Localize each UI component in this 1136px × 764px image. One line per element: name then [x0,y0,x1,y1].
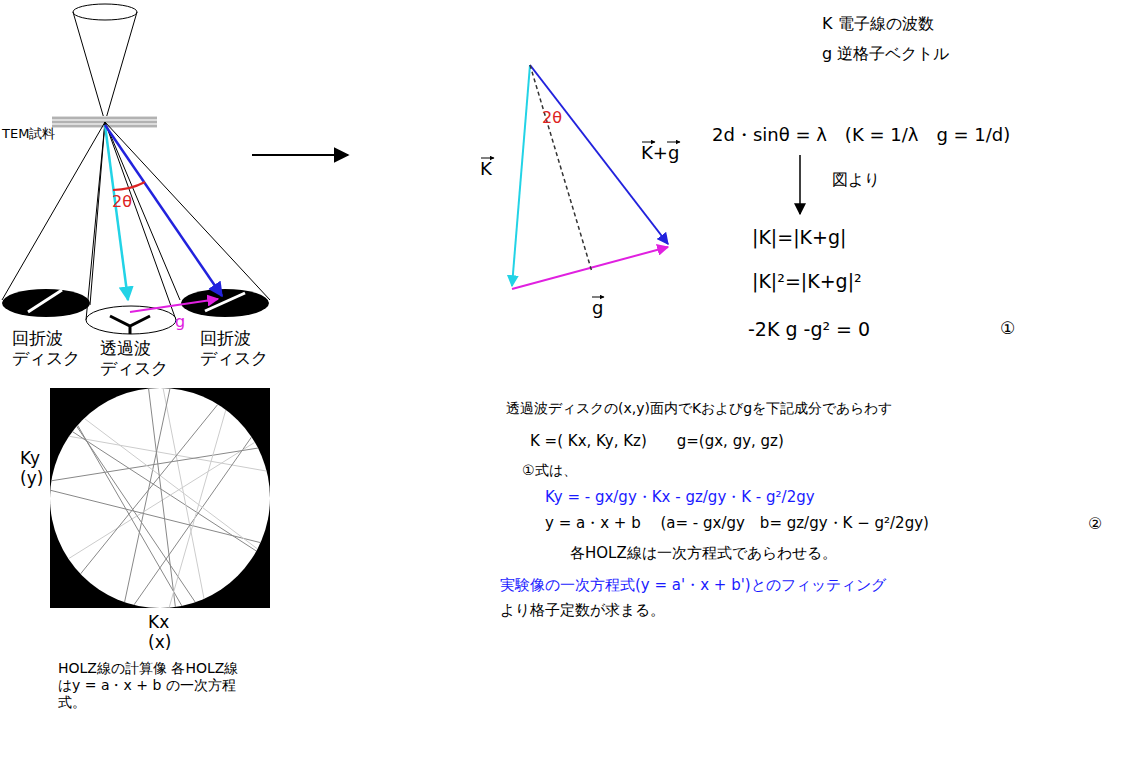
vector-marks [481,142,680,297]
label: 透過波ディスクの(x,y)面内でKおよびgを下記成分であらわす [506,400,892,417]
label: 各HOLZ線は一次方程式であらわせる。 [570,544,837,562]
label: 2θ [112,192,132,211]
drawing-part [73,12,105,122]
incident-cone [73,4,137,122]
drawing-part [105,122,176,320]
label: 2d・sinθ = λ (K = 1/λ g = 1/d) [712,124,1010,146]
drawing-part [130,299,218,312]
drawing-part [73,4,137,20]
holz-line [0,433,352,496]
label: 回折波 ディスク [200,328,270,369]
label: 回折波 ディスク [12,328,82,369]
holz-line [23,334,275,645]
drawing-part [105,125,222,296]
label: K+g [641,142,679,164]
label: HOLZ線の計算像 各HOLZ線はy = a・x + b の一次方程式。 [58,660,248,710]
label: ①式は、 [522,462,577,479]
drawing-part [2,289,90,317]
drawing-part [530,65,592,272]
label: g 逆格子ベクトル [822,44,949,63]
drawing-part [113,182,145,190]
label: |K|²=|K+g|² [752,270,862,293]
label: 実験像の一次方程式(y = a'・x + b')とのフィッティング [500,576,886,594]
drawing-part [86,122,105,320]
drawing-part [512,65,530,286]
arrow [799,155,801,214]
drawing-part [28,290,62,312]
label: 透過波 ディスク [100,338,170,379]
label: Ky = - gx/gy・Kx - gz/gy・K - g²/2gy [545,488,815,506]
drawing-part [110,316,150,334]
label: 図より [832,170,880,189]
label: K [480,158,492,180]
label: K 電子線の波数 [822,14,934,33]
wave-vectors [105,125,222,312]
label: -2K g -g² = 0 [748,318,870,341]
label: 2θ [542,108,562,127]
label: g [592,297,603,319]
drawing-part [105,12,137,122]
disks [2,289,269,334]
holz-line [0,468,349,565]
label: TEM試料 [2,126,55,142]
label: |K|=|K+g| [752,226,846,249]
drawing-part [512,247,668,289]
drawing-part [105,122,270,300]
label: y = a・x + b (a= - gx/gy b= gz/gy・K − g²/… [545,514,929,532]
diffraction-cones [2,122,270,320]
drawing-part [205,293,245,311]
label: K =( Kx, Ky, Kz) g=(gx, gy, gz) [530,432,784,450]
drawing-part [105,125,128,300]
label: ② [1088,514,1102,533]
vector-triangle [512,65,668,289]
drawing-part [2,122,105,300]
drawing-part [105,122,180,300]
label: Ky (y) [20,448,48,489]
label: Kx (x) [148,612,176,653]
label: より格子定数が求まる。 [500,601,665,619]
drawing-part [86,306,176,334]
holz-line [24,348,248,680]
holz-lines [0,297,365,701]
holz-line [78,357,307,685]
holz-line [0,382,332,600]
arrow [252,154,348,156]
label: g [175,312,185,331]
holz-line [30,342,230,688]
label: ① [1000,318,1015,338]
holz-line [0,395,331,607]
holz-line [0,419,365,488]
